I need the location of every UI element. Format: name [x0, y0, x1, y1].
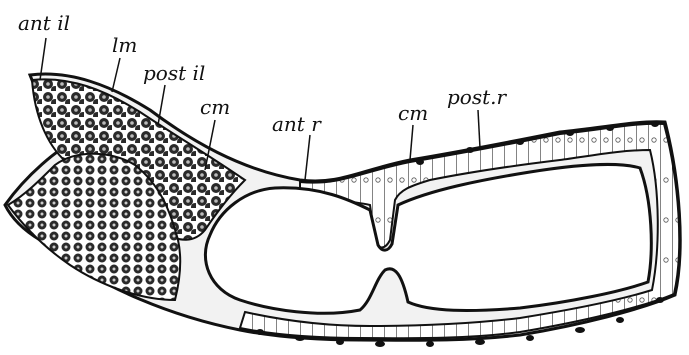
label-post-il: post il [143, 61, 205, 85]
leader-post-r [478, 110, 480, 148]
label-cm-left: cm [200, 95, 230, 119]
label-cm-right: cm [398, 101, 428, 125]
label-ant-il: ant il [18, 11, 70, 35]
label-ant-r: ant r [272, 112, 322, 136]
leader-ant-r [305, 135, 310, 180]
leader-cm-right [410, 125, 413, 160]
label-post-r: post.r [447, 85, 508, 109]
label-lm: lm [112, 33, 137, 57]
leader-lm [112, 58, 120, 92]
